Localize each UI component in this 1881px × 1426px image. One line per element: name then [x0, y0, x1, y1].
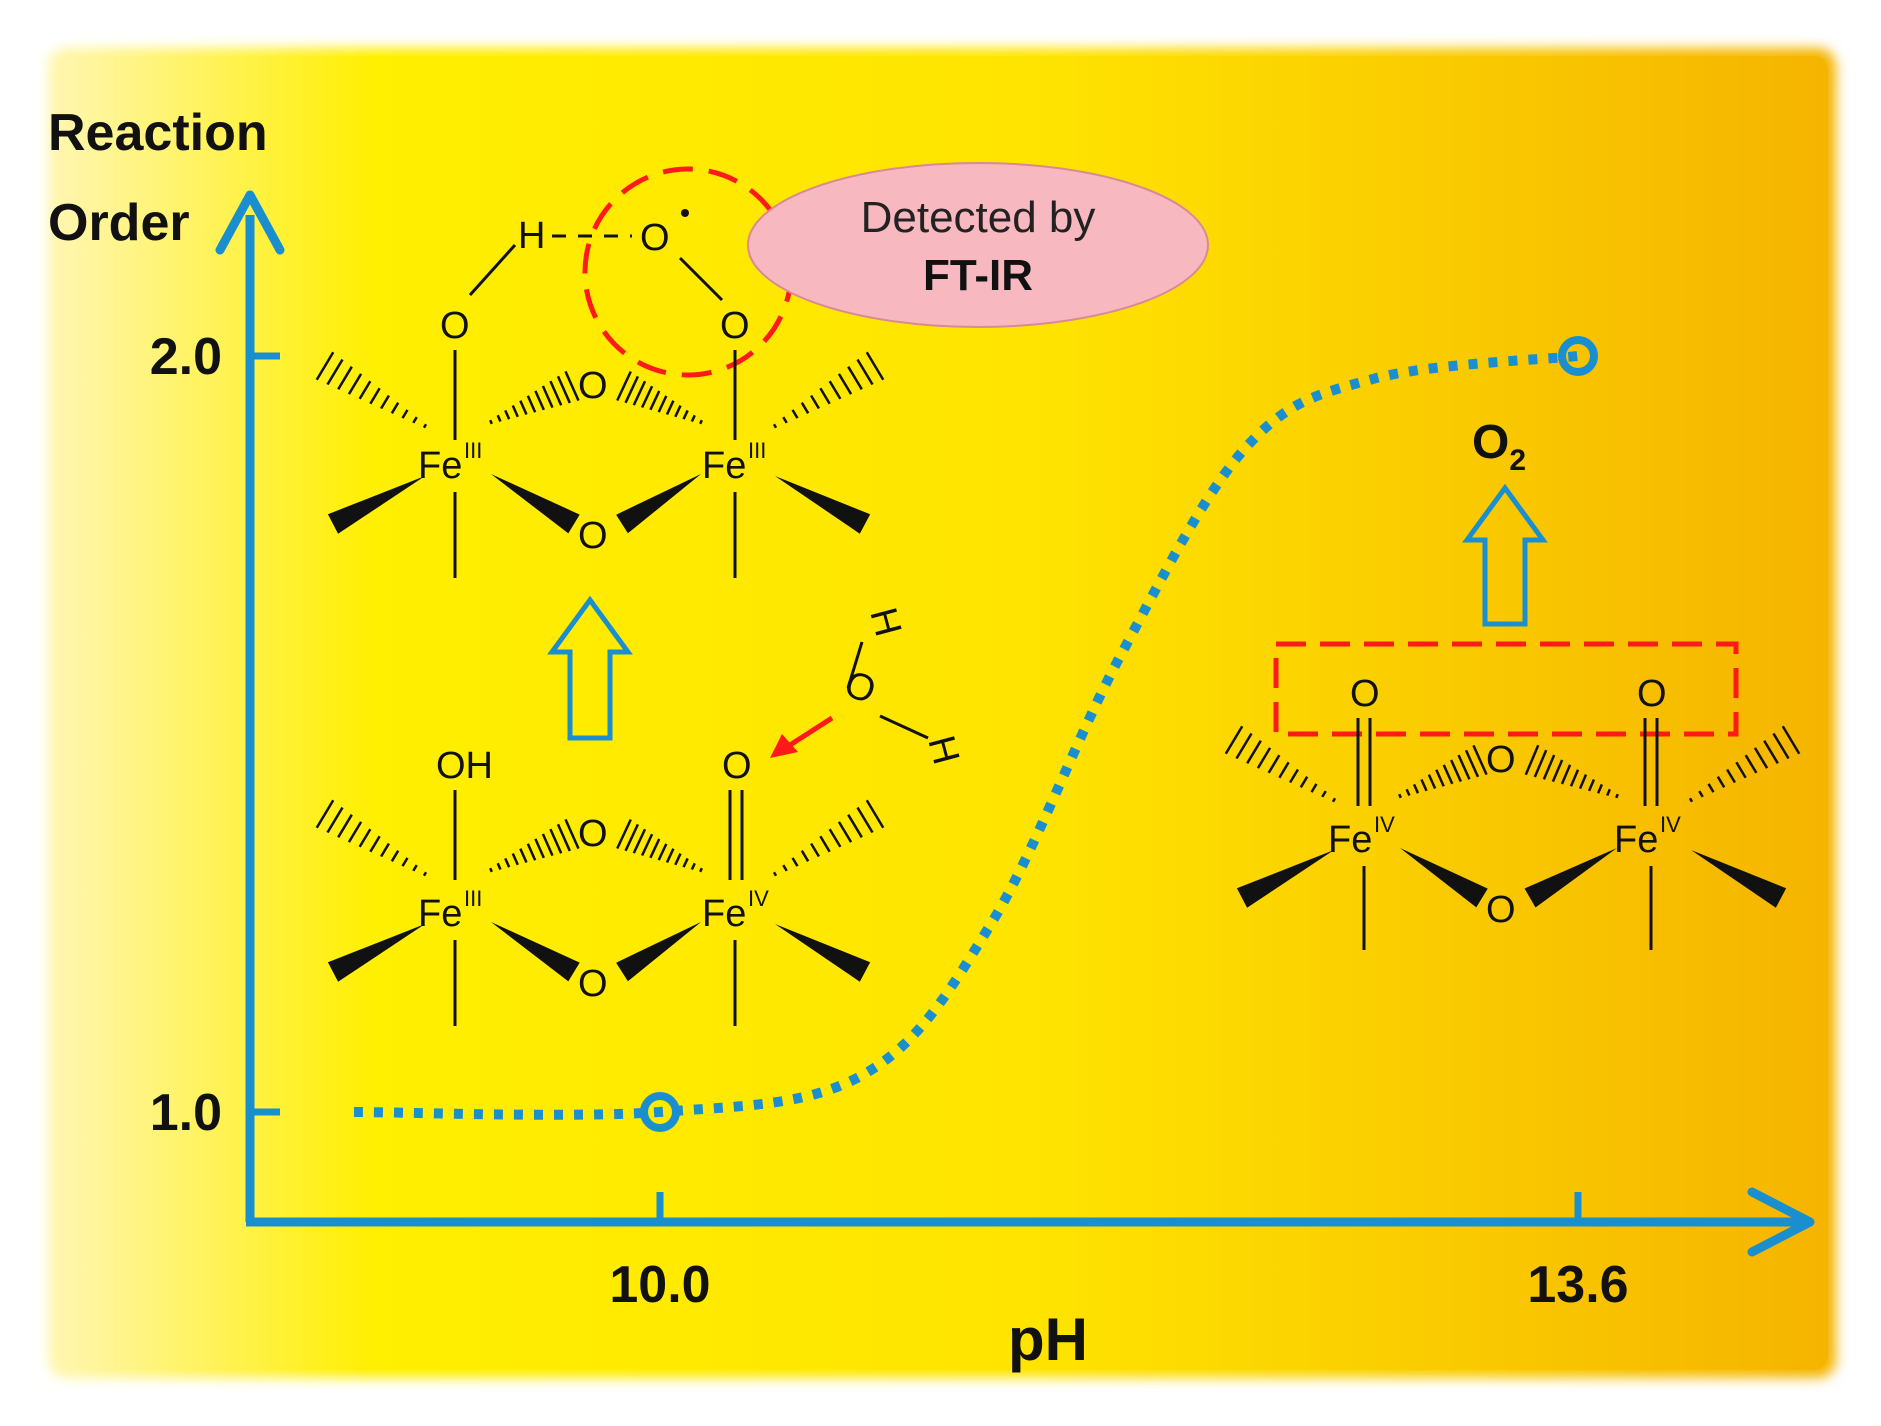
ox-state-right-mid: IV — [748, 886, 769, 911]
atom-o-left-top: O — [440, 305, 470, 347]
atom-o-bridge-up-right: O — [1486, 739, 1516, 781]
atom-o-oxo-left-right: O — [1350, 673, 1380, 715]
wedge-bonds-mid — [327, 922, 871, 982]
hashed-bonds-top — [315, 351, 885, 429]
highlight-box — [1273, 641, 1739, 737]
chart-axes — [215, 190, 1815, 1257]
atom-o-right-top: O — [720, 305, 750, 347]
radical-dot — [681, 209, 689, 217]
hollow-arrow-right — [1462, 483, 1548, 627]
atom-oh: OH — [436, 745, 493, 787]
attack-arrow-shaft — [788, 715, 834, 748]
product-o2: O2 — [1472, 416, 1526, 477]
atom-o-radical: O — [640, 217, 670, 259]
atom-fe-right-mid: Fe — [702, 893, 746, 935]
structure-feiii-ooh: Detected by FT-IR H O O O Fe III Fe III … — [315, 162, 1209, 578]
wedge-outer-left — [327, 476, 425, 534]
atom-fe-left-right: Fe — [1328, 819, 1372, 861]
hash-inner-right — [616, 370, 703, 425]
y-axis-label-line2: Order — [48, 194, 190, 252]
wedge-inner-left — [1400, 848, 1488, 908]
atom-o-bridge-down-top: O — [578, 515, 608, 557]
hash-outer-left — [1224, 725, 1337, 803]
bond-water-2 — [879, 714, 929, 740]
hashed-bonds-mid — [315, 799, 885, 877]
hash-inner-right — [1524, 744, 1619, 799]
series-group — [353, 336, 1598, 1132]
atom-o-bridge-up-top: O — [578, 365, 608, 407]
y-tick-label-0: 1.0 — [150, 1084, 222, 1142]
wedge-inner-right — [616, 474, 701, 534]
attack-arrow-head — [770, 734, 798, 758]
hash-outer-right — [772, 351, 885, 429]
atom-o-bridge-up-mid: O — [578, 813, 608, 855]
ox-state-left-right: IV — [1374, 812, 1395, 837]
hash-inner-left — [489, 370, 580, 425]
wedge-inner-right — [616, 922, 701, 982]
atom-fe-left-top: Fe — [418, 445, 462, 487]
x-tick-label-0: 10.0 — [609, 1256, 710, 1314]
wedge-outer-right — [1691, 850, 1787, 908]
hash-inner-left — [1398, 744, 1488, 799]
bond-o-o — [678, 256, 724, 302]
product-o2-main: O — [1472, 416, 1509, 469]
wedge-outer-right — [775, 476, 871, 534]
wedge-inner-right — [1524, 848, 1617, 908]
bond-o-h-top — [468, 243, 517, 297]
hollow-arrow-left — [547, 595, 633, 741]
hash-outer-right — [772, 799, 885, 877]
hashed-bonds-right — [1224, 725, 1801, 803]
atom-fe-right-right: Fe — [1614, 819, 1658, 861]
x-tick-label-1: 13.6 — [1527, 1256, 1628, 1314]
data-point-marker-0 — [640, 1092, 680, 1132]
series-line-0 — [353, 351, 1579, 1120]
structure-feiv-dioxo: O2 O O Fe IV Fe IV O O — [1224, 416, 1801, 950]
atom-o-oxo-right-right: O — [1637, 673, 1667, 715]
hash-inner-right — [616, 818, 703, 873]
atom-o-bridge-down-mid: O — [578, 963, 608, 1005]
callout-bubble — [747, 162, 1209, 328]
callout-line1: Detected by — [861, 193, 1096, 242]
wedge-inner-left — [491, 922, 580, 982]
ox-state-left-mid: III — [464, 886, 482, 911]
hash-inner-left — [489, 818, 580, 873]
atom-fe-left-mid: Fe — [418, 893, 462, 935]
y-axis-label-line1: Reaction — [48, 104, 268, 162]
wedge-inner-left — [491, 474, 580, 534]
x-axis-label: pH — [1008, 1306, 1088, 1373]
ox-state-right-top: III — [748, 438, 766, 463]
atom-o-bridge-down-right: O — [1486, 889, 1516, 931]
atom-h-top: H — [518, 215, 545, 257]
hash-outer-left — [315, 351, 428, 429]
wedge-bonds-right — [1236, 848, 1787, 908]
y-axis-arrowhead — [215, 190, 285, 255]
atom-o-oxo-mid: O — [722, 745, 752, 787]
product-o2-sub: 2 — [1509, 444, 1526, 477]
x-axis-arrowhead — [1747, 1187, 1815, 1257]
bond-water-1 — [846, 641, 864, 689]
wedge-outer-left — [327, 924, 425, 982]
atom-fe-right-top: Fe — [702, 445, 746, 487]
tick-group: 1.0 2.0 10.0 13.6 — [150, 328, 1629, 1314]
wedge-outer-left — [1236, 850, 1334, 908]
ox-state-right-right: IV — [1660, 812, 1681, 837]
y-tick-label-1: 2.0 — [150, 328, 222, 386]
structure-feiii-feiv-oxo: OH O H O H Fe III Fe IV O O — [315, 603, 967, 1026]
data-point-marker-1 — [1558, 336, 1598, 376]
hash-outer-right — [1688, 725, 1801, 803]
ox-state-left-top: III — [464, 438, 482, 463]
hash-outer-left — [315, 799, 428, 877]
wedge-bonds-top — [327, 474, 871, 534]
background-panel-inner — [56, 56, 1828, 1370]
wedge-outer-right — [775, 924, 871, 982]
callout-line2: FT-IR — [923, 251, 1033, 300]
